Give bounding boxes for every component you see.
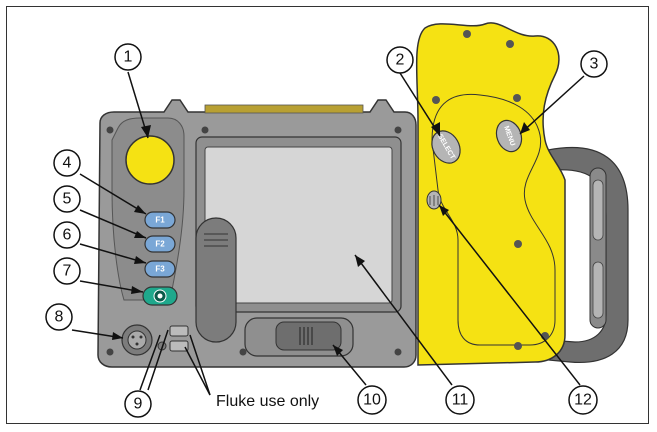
svg-text:5: 5 <box>63 191 72 208</box>
callout-10: 10 <box>357 385 387 415</box>
svg-text:8: 8 <box>55 309 64 326</box>
f2-button[interactable]: F2 <box>144 235 176 253</box>
menu-button[interactable]: MENU <box>492 117 525 155</box>
svg-text:2: 2 <box>396 52 405 69</box>
power-button[interactable] <box>125 135 175 185</box>
callout-2: 2 <box>386 46 414 74</box>
svg-text:6: 6 <box>63 227 72 244</box>
callout-5: 5 <box>53 185 81 213</box>
callout-11: 11 <box>445 385 475 415</box>
f3-button[interactable]: F3 <box>144 260 176 278</box>
callout-6: 6 <box>53 221 81 249</box>
f2-button-label: F2 <box>155 240 165 249</box>
svg-text:10: 10 <box>363 392 381 409</box>
f3-button-label: F3 <box>155 265 165 274</box>
svg-text:12: 12 <box>574 392 592 409</box>
f1-button-label: F1 <box>155 216 165 225</box>
svg-text:1: 1 <box>124 49 133 66</box>
lcd-screen <box>195 136 402 313</box>
focus-wheel[interactable] <box>426 190 442 210</box>
callout-8: 8 <box>45 303 73 331</box>
f1-button[interactable]: F1 <box>144 211 176 229</box>
capture-button[interactable] <box>142 286 178 306</box>
select-button[interactable]: SELECT <box>426 126 466 168</box>
fluke-use-only-caption: Fluke use only <box>216 393 319 410</box>
callout-7: 7 <box>53 257 81 285</box>
callout-3: 3 <box>580 50 608 78</box>
svg-text:11: 11 <box>452 392 469 409</box>
callout-4: 4 <box>53 149 81 177</box>
hand-strap <box>547 146 629 364</box>
svg-text:3: 3 <box>590 56 599 73</box>
yellow-handle <box>415 22 566 366</box>
callout-arrowheads <box>112 122 530 356</box>
svg-text:7: 7 <box>63 263 72 280</box>
battery-compartment[interactable] <box>244 317 354 357</box>
callout-1: 1 <box>114 43 142 71</box>
svg-text:4: 4 <box>63 155 72 172</box>
svg-text:9: 9 <box>134 396 143 413</box>
callout-12: 12 <box>568 385 598 415</box>
power-connector[interactable] <box>121 324 153 356</box>
callout-9: 9 <box>124 390 152 418</box>
laser-trigger[interactable] <box>195 217 237 343</box>
